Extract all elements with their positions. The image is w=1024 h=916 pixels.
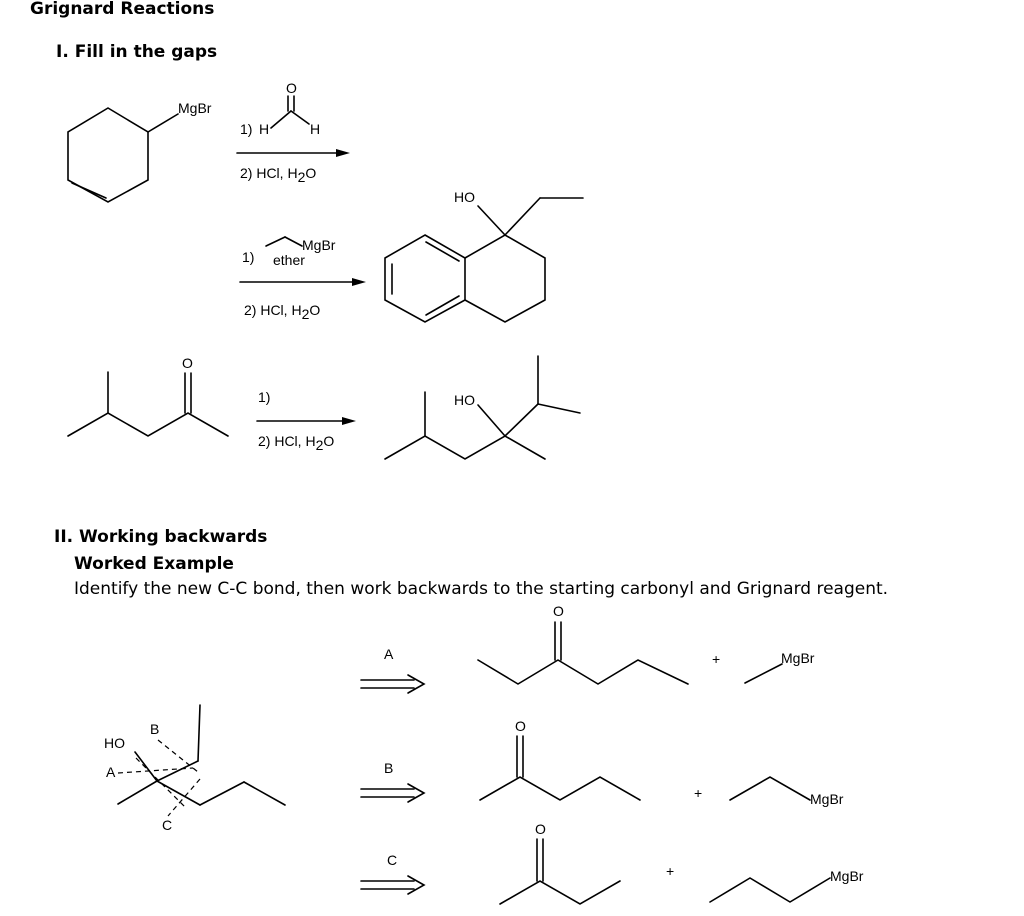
row1-reaction-arrow: [236, 149, 350, 157]
target-molecule: HO A B C: [104, 704, 286, 833]
route-c-label: C: [387, 852, 397, 868]
bond-label-a: A: [106, 764, 116, 780]
row2-step1-label: 1): [242, 249, 254, 265]
row3-step2-label: 2) HCl, H2O: [258, 433, 334, 453]
route-b-retro-arrow: [360, 783, 426, 803]
route-b-ketone: O: [479, 718, 641, 801]
row2-reaction-arrow: [239, 278, 366, 286]
row1-formaldehyde-reagent: 1) H O H: [240, 80, 320, 137]
instructions-text: Identify the new C-C bond, then work bac…: [74, 579, 888, 599]
row2-solvent-label: ether: [273, 252, 305, 268]
row2-product-oh-label: HO: [454, 189, 475, 205]
route-c-ketone: O: [499, 821, 621, 905]
row2-step2-label: 2) HCl, H2O: [244, 302, 320, 322]
target-oh-label: HO: [104, 735, 125, 751]
section-2-heading: II. Working backwards: [54, 527, 267, 547]
route-b-plus: +: [694, 785, 702, 801]
row1-mgbr-label: MgBr: [178, 100, 212, 116]
route-a-o-label: O: [553, 603, 564, 619]
row3-starting-ketone: O: [67, 355, 229, 437]
route-a: A O + MgBr: [360, 603, 815, 694]
route-b: B O + MgBr: [360, 718, 844, 807]
row3-reaction-arrow: [256, 417, 356, 425]
section-1-heading: I. Fill in the gaps: [56, 42, 217, 62]
row1-starting-material: MgBr: [67, 100, 212, 203]
route-a-mgbr: MgBr: [781, 650, 815, 666]
row2-product-tetralin-alcohol: HO: [384, 189, 584, 323]
route-a-plus: +: [712, 651, 720, 667]
row3-product-oh-label: HO: [454, 392, 475, 408]
row2-reagent: 1) MgBr ether: [242, 236, 336, 268]
row3-step1-label: 1): [258, 389, 270, 405]
route-c-o-label: O: [535, 821, 546, 837]
bond-label-b: B: [150, 721, 159, 737]
worked-example-heading: Worked Example: [74, 554, 234, 574]
route-c: C O + MgBr: [360, 821, 864, 905]
route-a-retro-arrow: [360, 674, 426, 694]
route-b-mgbr: MgBr: [810, 791, 844, 807]
route-a-label: A: [384, 646, 394, 662]
row1-h-right: H: [310, 121, 320, 137]
row3-o-label: O: [182, 355, 193, 371]
route-c-retro-arrow: [360, 875, 426, 895]
route-b-o-label: O: [515, 718, 526, 734]
row3-product-alcohol: HO: [384, 355, 581, 460]
row1-step1-label: 1): [240, 121, 252, 137]
row1-step2-label: 2) HCl, H2O: [240, 165, 316, 185]
route-a-ketone: O: [477, 603, 689, 685]
route-b-label: B: [384, 760, 393, 776]
page-title: Grignard Reactions: [30, 0, 214, 19]
bond-label-c: C: [162, 817, 172, 833]
route-c-mgbr: MgBr: [830, 868, 864, 884]
route-c-plus: +: [666, 863, 674, 879]
row2-mgbr-label: MgBr: [302, 237, 336, 253]
row1-h-left: H: [259, 121, 269, 137]
row1-o-label: O: [286, 80, 297, 96]
